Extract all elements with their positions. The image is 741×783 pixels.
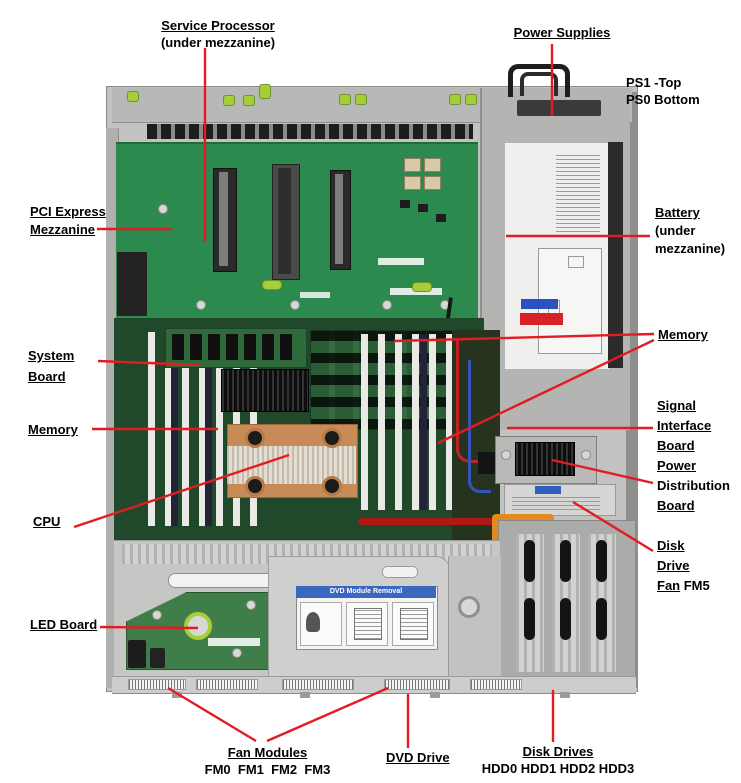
heatsink-post [245, 428, 265, 448]
psu-top-vent [517, 100, 601, 116]
dvd-removal-label-header: DVD Module Removal [296, 586, 436, 598]
thumbscrew-green [465, 94, 477, 105]
psu-label-diagram-detail [568, 256, 584, 268]
mezzanine-chip-small [418, 204, 428, 212]
thumbscrew-green [449, 94, 461, 105]
dvd-label-glyph [400, 608, 428, 640]
fm5-label-text [512, 497, 600, 510]
label-service-processor: Service Processor (under mezzanine) [160, 18, 276, 50]
screw [158, 204, 168, 214]
thumbscrew-green [223, 95, 235, 106]
hdd-slot-cutout [560, 540, 571, 582]
front-barcode-label [470, 679, 522, 690]
hdd-slot-cutout [596, 540, 607, 582]
dimm-slot-empty [420, 334, 427, 510]
screw [440, 300, 450, 310]
screw [196, 300, 206, 310]
rear-io-ports [147, 124, 473, 139]
screw [501, 450, 511, 460]
label-cpu: CPU [33, 514, 61, 529]
chassis-front-edge [112, 676, 636, 694]
dvd-module-slot [382, 566, 418, 578]
screw [581, 450, 591, 460]
front-barcode-label [196, 679, 258, 690]
psu-label-blue-bar [521, 299, 558, 309]
psu-side-strip [608, 142, 623, 368]
label-power-distribution-board: Power Distribution Board [657, 458, 730, 513]
label-ps-position: PS1 -Top PS0 Bottom [626, 75, 700, 107]
mezzanine-chip-small [400, 200, 410, 208]
dimm-bank-right [356, 334, 466, 510]
mezzanine-center-connector-core [278, 168, 291, 274]
label-dvd-drive: DVD Drive [386, 750, 450, 765]
mezzanine-latch-green [412, 282, 432, 292]
label-pci-express-mezzanine: PCI Express Mezzanine [30, 204, 106, 237]
heatsink-post [322, 428, 342, 448]
label-memory-left: Memory [28, 422, 78, 437]
screw [290, 300, 300, 310]
label-system-board: System Board [28, 348, 75, 384]
label-led-board: LED Board [30, 617, 98, 632]
hdd-slot-cutout [560, 598, 571, 640]
thumbscrew-green [127, 91, 139, 102]
front-tab [300, 692, 310, 698]
label-disk-drives: Disk Drives HDD0 HDD1 HDD2 HDD3 [481, 744, 635, 776]
mezzanine-connector-slot [219, 172, 228, 266]
thumbscrew-green [339, 94, 351, 105]
heatsink-post [245, 476, 265, 496]
psu-label-instructions [556, 152, 600, 236]
label-fan-modules: Fan Modules FM0 FM1 FM2 FM3 [204, 745, 331, 777]
front-tab [172, 692, 182, 698]
thumbscrew-green [243, 95, 255, 106]
front-barcode-label [282, 679, 354, 690]
front-right-button [458, 596, 480, 618]
chipset-heatsink-black [221, 369, 309, 412]
mezzanine-chip [404, 158, 421, 172]
psu-handle-inner [520, 72, 558, 96]
screw [246, 600, 256, 610]
silkscreen-label [300, 292, 330, 298]
fm5-blue-tab [535, 486, 561, 494]
thumbscrew-green [355, 94, 367, 105]
mezzanine-latch-green [262, 280, 282, 290]
black-connector [478, 452, 496, 474]
mezzanine-connector-slot [335, 174, 343, 264]
chassis-foot-black [150, 648, 165, 668]
thumbscrew-green [259, 84, 271, 99]
dvd-label-glyph [354, 608, 382, 640]
mezzanine-chip [404, 176, 421, 190]
screw [382, 300, 392, 310]
hdd-slot-cutout [596, 598, 607, 640]
label-signal-interface-board: Signal Interface Board [657, 398, 712, 453]
psu-label-red-bar [520, 313, 563, 325]
heatsink-post [322, 476, 342, 496]
silkscreen-label [378, 258, 424, 265]
mezzanine-chip [424, 158, 441, 172]
led-board-thumbscrew [184, 612, 212, 640]
label-disk-drive-fan: Disk Drive Fan FM5 [657, 538, 710, 593]
hdd-slot-cutout [524, 598, 535, 640]
dvd-label-glyph [306, 612, 320, 632]
mezzanine-chip-small [436, 214, 446, 222]
label-battery: Battery (under mezzanine) [655, 205, 726, 256]
screw [152, 610, 162, 620]
front-tab [560, 692, 570, 698]
mezzanine-left-heatsink [117, 252, 147, 316]
screw [232, 648, 242, 658]
label-memory-right: Memory [658, 327, 708, 342]
front-tab [430, 692, 440, 698]
hdd-slot-cutout [524, 540, 535, 582]
psu-handle [508, 64, 570, 97]
label-power-supplies: Power Supplies [513, 25, 611, 40]
front-barcode-label [384, 679, 450, 690]
signal-interface-connector [515, 442, 575, 476]
mezzanine-chip [424, 176, 441, 190]
red-sata-cable [358, 518, 504, 525]
front-barcode-label [128, 679, 186, 690]
riser-card-chips [172, 334, 296, 360]
chassis-foot-black [128, 640, 146, 668]
led-board-label [208, 638, 260, 646]
fan-modules-line-right [266, 686, 389, 743]
